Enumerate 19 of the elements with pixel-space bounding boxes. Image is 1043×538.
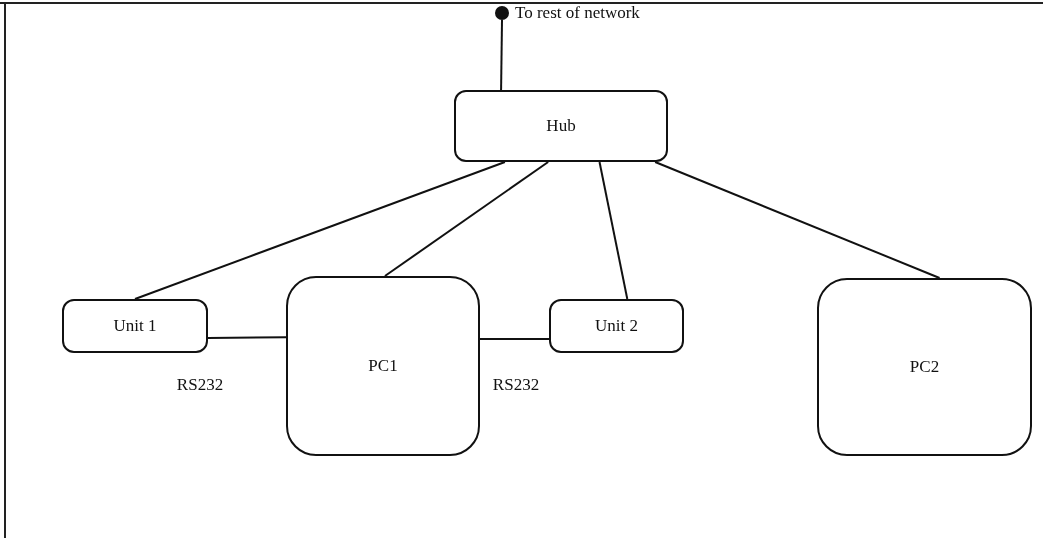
connection-line [654,161,941,279]
connection-line [207,336,287,339]
device-box [286,276,480,456]
device-box [454,90,668,162]
node-label: Unit 1 [113,316,157,336]
connection-line [479,337,550,340]
device-box [549,299,684,353]
node-label: PC1 [368,356,398,376]
node-label: Hub [546,116,576,136]
connection-line [500,19,503,91]
connection-dot [495,6,509,20]
node-label: Unit 2 [595,316,638,336]
device-box [817,278,1032,456]
node-label: PC2 [909,357,940,377]
connection-line [598,161,629,300]
connection-line [134,161,506,300]
connection-line [383,161,550,277]
node-caption: To rest of network [515,3,640,23]
device-box [62,299,208,353]
